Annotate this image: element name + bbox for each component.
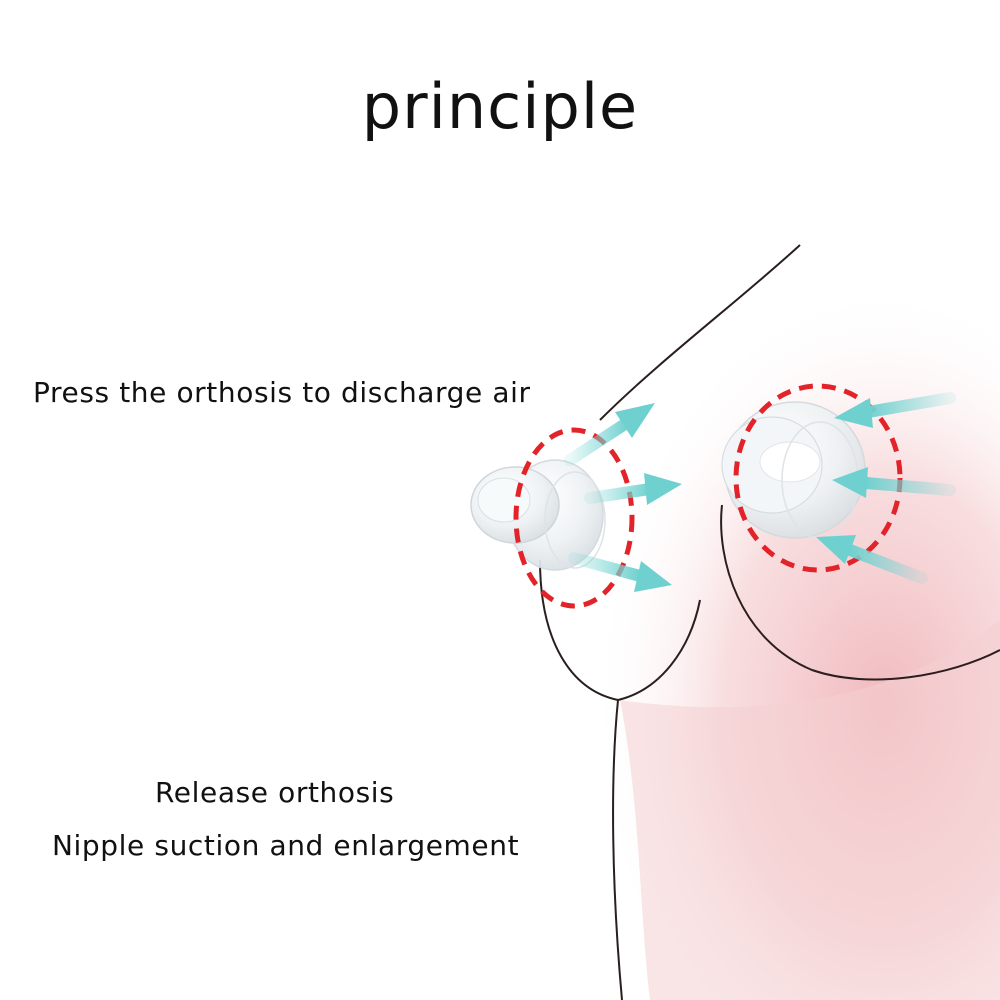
left-orthosis bbox=[470, 459, 606, 571]
right-inflow-arrows bbox=[816, 392, 956, 584]
arrow-icon bbox=[568, 552, 672, 592]
page-title: principle bbox=[361, 70, 639, 143]
arrow-icon bbox=[832, 467, 956, 498]
torso-outline bbox=[539, 244, 1000, 1000]
press-caption: Press the orthosis to discharge air bbox=[33, 376, 531, 409]
left-dashed-circle bbox=[513, 427, 635, 609]
release-caption: Release orthosis bbox=[155, 776, 395, 809]
arrow-icon bbox=[834, 392, 956, 428]
arrow-icon bbox=[564, 403, 655, 466]
left-outflow-arrows bbox=[564, 403, 682, 592]
right-dashed-circle bbox=[733, 383, 903, 573]
suction-caption: Nipple suction and enlargement bbox=[52, 829, 520, 862]
arrow-icon bbox=[816, 535, 928, 584]
arrow-icon bbox=[584, 473, 682, 505]
